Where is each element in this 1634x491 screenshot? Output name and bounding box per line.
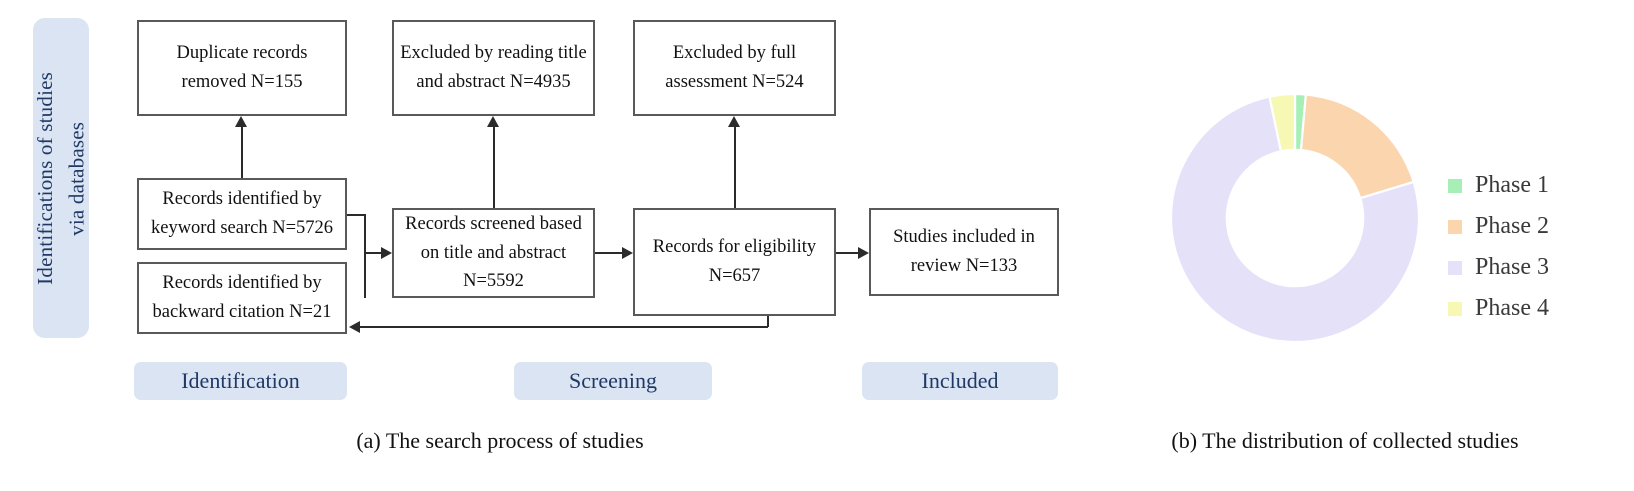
identification-sidebar: Identifications of studies via databases [33, 18, 89, 338]
legend-item-phase-2: Phase 2 [1448, 206, 1549, 247]
connector-keyword-to-merge [347, 214, 365, 216]
donut-slice-phase-3 [1169, 95, 1421, 344]
connector-merge-to-screened [364, 252, 381, 254]
sidebar-label: Identifications of studies via databases [32, 71, 89, 285]
phase-bar-screening: Screening [514, 362, 712, 400]
legend-swatch-phase-3 [1448, 260, 1462, 275]
phase-label-screening: Screening [569, 368, 657, 393]
node-excluded-title-abstract: Excluded by reading title and abstract N… [392, 20, 595, 116]
connector-eligibility-to-included [836, 252, 858, 254]
legend-item-phase-3: Phase 3 [1448, 247, 1549, 288]
legend-item-phase-4: Phase 4 [1448, 288, 1549, 329]
phase-bar-identification: Identification [134, 362, 347, 400]
legend-label-phase-4: Phase 4 [1475, 295, 1549, 321]
chart-legend: Phase 1 Phase 2 Phase 3 Phase 4 [1448, 165, 1549, 329]
legend-label-phase-1: Phase 1 [1475, 172, 1549, 198]
connector-feedback-horizontal [360, 326, 768, 328]
node-records-screened: Records screened based on title and abst… [392, 208, 595, 298]
legend-label-phase-3: Phase 3 [1475, 254, 1549, 280]
phase-bar-included: Included [862, 362, 1058, 400]
phase-label-included: Included [921, 368, 999, 393]
node-records-for-eligibility: Records for eligibility N=657 [633, 208, 836, 316]
node-studies-included-in-review: Studies included in review N=133 [869, 208, 1059, 296]
legend-swatch-phase-4 [1448, 301, 1462, 316]
phase-label-identification: Identification [181, 368, 300, 393]
donut-slice-phase-4 [1268, 92, 1297, 153]
donut-chart [1150, 60, 1450, 380]
connector-eligibility-to-excluded-full [734, 127, 736, 208]
connector-identification-merge-vertical [364, 214, 366, 298]
node-duplicate-records-removed: Duplicate records removed N=155 [137, 20, 347, 116]
node-records-identified-backward-citation: Records identified by backward citation … [137, 262, 347, 334]
arrowhead-eligibility-to-excluded-full [728, 116, 740, 127]
arrowhead-feedback-to-backward [349, 321, 360, 333]
arrowhead-screened-to-excluded-title [487, 116, 499, 127]
donut-slice-phase-2 [1299, 93, 1416, 200]
caption-b: (b) The distribution of collected studie… [1171, 428, 1519, 453]
arrowhead-screened-to-eligibility [622, 247, 633, 259]
connector-screened-to-eligibility [595, 252, 622, 254]
arrowhead-merge-to-screened [381, 247, 392, 259]
node-records-identified-keyword-search: Records identified by keyword search N=5… [137, 178, 347, 250]
connector-screened-to-excluded-title [493, 127, 495, 208]
caption-a: (a) The search process of studies [356, 428, 644, 453]
arrowhead-eligibility-to-included [858, 247, 869, 259]
connector-keyword-to-duplicate [241, 127, 243, 178]
donut-chart-svg [1169, 92, 1421, 344]
legend-swatch-phase-2 [1448, 219, 1462, 234]
legend-swatch-phase-1 [1448, 178, 1462, 193]
arrowhead-keyword-to-duplicate [235, 116, 247, 127]
connector-feedback-drop [767, 316, 769, 327]
legend-label-phase-2: Phase 2 [1475, 213, 1549, 239]
legend-item-phase-1: Phase 1 [1448, 165, 1549, 206]
node-excluded-full-assessment: Excluded by full assessment N=524 [633, 20, 836, 116]
